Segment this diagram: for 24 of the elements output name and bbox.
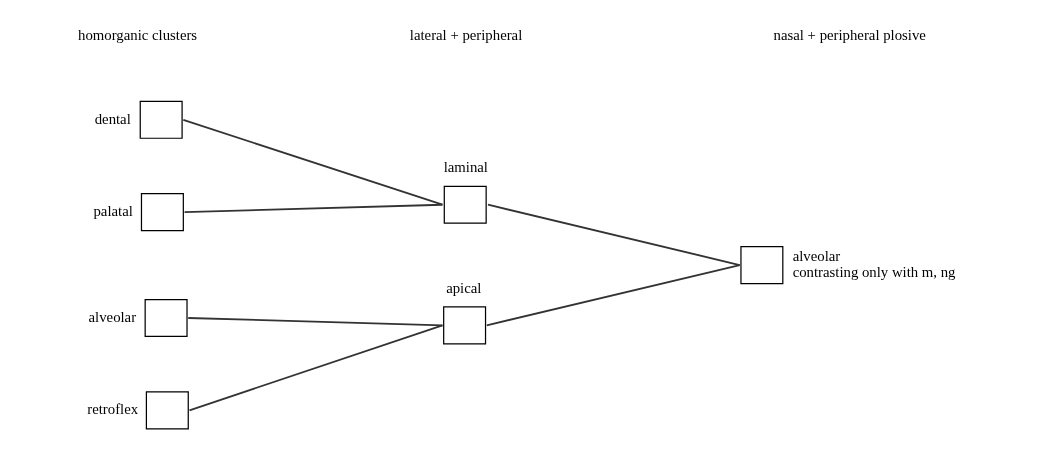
connector (186, 316, 443, 326)
node-box (739, 245, 783, 284)
label: lateral + peripheral (409, 26, 522, 43)
node-box (442, 305, 486, 344)
node-box (145, 390, 189, 429)
connector (486, 203, 741, 266)
node-label: contrasting only with m, ng (792, 263, 955, 280)
connector (188, 323, 443, 411)
node-box (443, 185, 487, 224)
node-label: palatal (92, 202, 133, 219)
node-label: alveolar (792, 247, 840, 264)
node-box (144, 298, 188, 337)
node-label: laminal (443, 158, 488, 175)
node-box (139, 100, 183, 139)
node-label: alveolar (88, 308, 136, 325)
label: nasal + peripheral plosive (773, 26, 926, 43)
connector (183, 203, 443, 213)
label: homorganic clusters (77, 26, 197, 43)
node-label: retroflex (86, 400, 138, 417)
connector (485, 263, 741, 326)
node-label: dental (94, 110, 131, 127)
node-label: apical (445, 279, 481, 296)
connector (181, 118, 443, 206)
node-box (140, 192, 184, 231)
